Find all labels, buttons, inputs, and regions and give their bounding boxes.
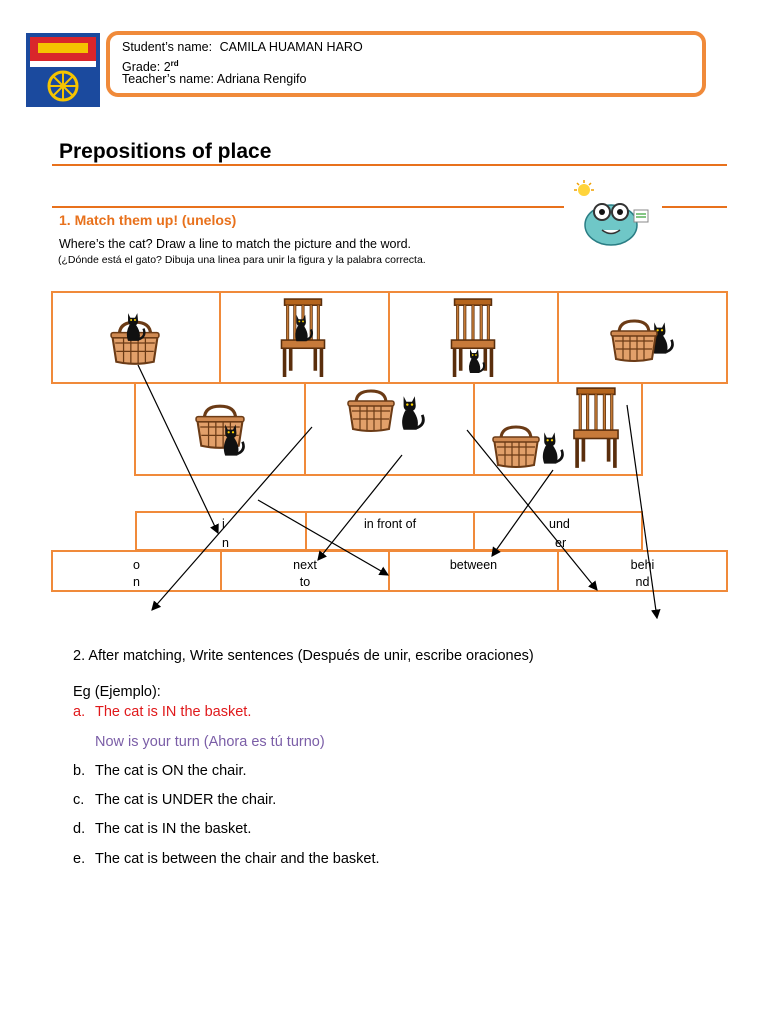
picture-cell-cat-between	[473, 382, 643, 476]
section1-rule-left	[52, 206, 564, 208]
word-behind-top: behi	[630, 558, 655, 572]
example-label: Eg (Ejemplo):	[73, 684, 161, 700]
word-on-bottom: n	[133, 575, 140, 589]
word-in-front-of: in front of	[363, 517, 417, 531]
basket-cat-in-front-icon	[194, 404, 246, 457]
basket-cat-chair-icon	[491, 386, 621, 470]
word-cell-under: und er	[473, 511, 643, 551]
chair-cat-under-icon	[449, 297, 497, 379]
grade-value: 2	[163, 60, 171, 75]
page-title: Prepositions of place	[59, 140, 272, 163]
word-in-top: i	[222, 517, 225, 531]
sentence-d-marker: d.	[73, 821, 86, 837]
section2-heading: 2. After matching, Write sentences (Desp…	[73, 648, 534, 664]
student-info-box: Student’s name: CAMILA HUAMAN HARO Grade…	[106, 31, 706, 97]
word-on-top: o	[133, 558, 140, 572]
picture-cell-cat-on-chair	[219, 291, 390, 384]
sentence-e: e. The cat is between the chair and the b…	[73, 851, 380, 867]
word-cell-behind: behi nd	[557, 550, 728, 592]
word-under-bottom: er	[555, 536, 567, 550]
basket-cat-next-to-icon	[346, 389, 425, 433]
turn-instruction: Now is your turn (Ahora es tú turno)	[95, 734, 325, 750]
sentence-c: c. The cat is UNDER the chair.	[73, 792, 276, 808]
section1-heading: 1. Match them up! (unelos)	[59, 212, 237, 228]
word-next-to-bottom: to	[299, 575, 311, 589]
sentence-d-text: The cat is IN the basket.	[95, 821, 252, 837]
title-rule	[52, 164, 727, 166]
teacher-name-line: Teacher’s name: Adriana Rengifo	[122, 72, 306, 87]
sentence-b-text: The cat is ON the chair.	[95, 763, 247, 779]
word-under-top: und	[549, 517, 570, 531]
word-in-bottom: n	[222, 536, 229, 550]
sentence-d: d. The cat is IN the basket.	[73, 821, 251, 837]
instruction-spanish: (¿Dónde está el gato? Dibuja una linea p…	[58, 254, 426, 266]
student-name: CAMILA HUAMAN HARO	[219, 40, 363, 54]
instruction-english: Where’s the cat? Draw a line to match th…	[59, 237, 412, 251]
word-cell-next-to: next to	[220, 550, 390, 592]
word-between: between	[449, 558, 498, 572]
example-sentence: a. The cat is IN the basket.	[73, 704, 251, 720]
chair-with-cat-icon	[280, 297, 326, 379]
picture-cell-cat-next-to-basket	[304, 382, 475, 476]
school-logo	[26, 33, 100, 107]
grade-line: Grade: 2rd	[122, 56, 179, 75]
basket-with-cat-icon	[109, 311, 161, 366]
example-marker: a.	[73, 704, 86, 720]
grade-suffix: rd	[170, 59, 179, 68]
teacher-label: Teacher’s name:	[122, 72, 214, 86]
sentence-e-marker: e.	[73, 851, 86, 867]
picture-cell-cat-behind-basket	[557, 291, 728, 384]
word-next-to-top: next	[293, 558, 317, 572]
sentence-c-marker: c.	[73, 792, 85, 808]
picture-cell-cat-in-basket	[51, 291, 221, 384]
word-cell-in-front-of: in front of	[305, 511, 475, 551]
sentence-b: b. The cat is ON the chair.	[73, 763, 247, 779]
word-cell-on: o n	[51, 550, 222, 592]
robot-mascot-icon	[574, 180, 649, 246]
picture-cell-cat-under-chair	[388, 291, 559, 384]
word-behind-bottom: nd	[635, 575, 650, 589]
sentence-c-text: The cat is UNDER the chair.	[95, 792, 277, 808]
sentence-b-marker: b.	[73, 763, 86, 779]
student-name-line: Student’s name: CAMILA HUAMAN HARO	[122, 40, 363, 55]
grade-label: Grade:	[122, 60, 161, 75]
sentence-e-text: The cat is between the chair and the bas…	[95, 851, 380, 867]
student-label: Student’s name:	[122, 40, 213, 54]
basket-cat-behind-icon	[609, 319, 674, 363]
picture-cell-cat-in-front-of-basket	[134, 382, 306, 476]
word-cell-in: i n	[135, 511, 307, 551]
word-cell-between: between	[388, 550, 559, 592]
example-text: The cat is IN the basket.	[95, 704, 252, 720]
teacher-name: Adriana Rengifo	[216, 72, 307, 86]
section1-rule-right	[662, 206, 727, 208]
